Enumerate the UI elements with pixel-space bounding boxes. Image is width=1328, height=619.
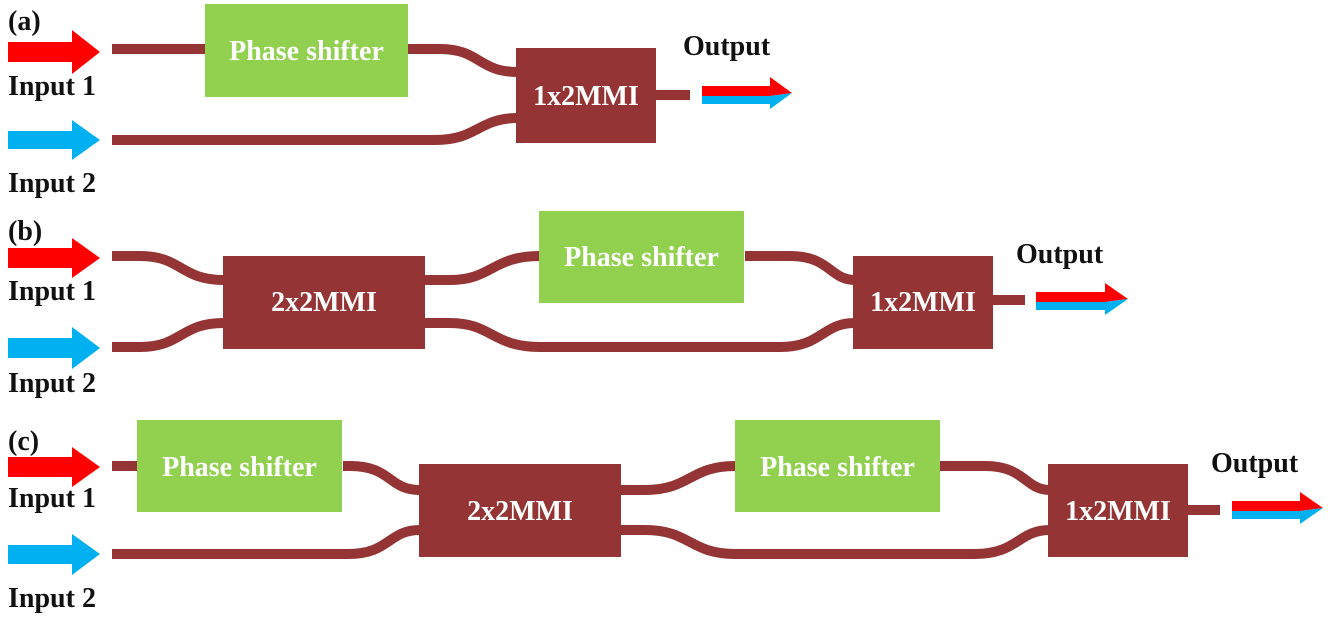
input2-arrow [8,534,100,575]
mmi-2x2-label: 2x2MMI [467,496,573,527]
input2-label: Input 2 [8,168,96,199]
output-arrow-red [702,77,792,96]
input-lower-waveguide [112,318,225,352]
input2-arrow [8,120,100,160]
input1-arrow [8,30,100,74]
input-upper-waveguide [112,461,421,495]
panel-c-tag: (c) [8,426,39,457]
output-arrow-blue [702,93,792,109]
output-label: Output [1211,448,1299,479]
panel-a-tag: (a) [8,6,41,37]
mmi-1x2-label: 1x2MMI [870,287,976,318]
upper-waveguide [112,44,519,77]
phase-shifter [539,211,744,303]
input2-label: Input 2 [8,368,96,399]
input2-arrow [8,327,100,369]
input-lower-waveguide [112,525,421,559]
output-label: Output [1016,239,1104,270]
mmi-1x2 [1048,464,1188,557]
output-arrow-red [1036,283,1128,302]
mmi-2x2 [223,256,425,349]
mmi-1x2-label: 1x2MMI [533,81,639,112]
input1-label: Input 1 [8,71,96,102]
output-arrow-blue [1232,508,1323,524]
arm-lower-waveguide [424,318,856,352]
input1-arrow [8,238,100,278]
panel-b: (b) Input 1 Input 2 2x2MMI Phase shifter… [8,211,1128,399]
phase-shifter-label: Phase shifter [229,36,384,67]
mmi-1x2 [853,256,993,349]
arm-lower-waveguide [620,525,1051,559]
panel-a: (a) Input 1 Input 2 Phase shifter 1x2MMI… [8,4,792,199]
input-upper-waveguide [112,251,225,285]
mmi-1x2-label: 1x2MMI [1065,496,1171,527]
panel-c: (c) Input 1 Input 2 Phase shifter 2x2MMI… [8,420,1323,614]
phase-shifter-2 [735,420,940,512]
mmi-1x2 [516,48,656,143]
input1-label: Input 1 [8,483,96,514]
panel-b-tag: (b) [8,216,42,247]
phase-shifter-label: Phase shifter [564,242,719,273]
phase-shifter [205,4,408,97]
output-label: Output [683,31,771,62]
lower-waveguide [112,113,519,145]
input1-label: Input 1 [8,276,96,307]
mmi-2x2 [419,464,621,557]
output-arrow-blue [1036,299,1128,315]
output-arrow-red [1232,492,1323,511]
input2-label: Input 2 [8,583,96,614]
phase-shifter-2-label: Phase shifter [760,452,915,483]
arm-upper-waveguide [620,461,1051,495]
arm-upper-waveguide [424,251,856,285]
mmi-2x2-label: 2x2MMI [271,287,377,318]
phase-shifter-1-label: Phase shifter [162,452,317,483]
input1-arrow [8,447,100,487]
phase-shifter-1 [137,420,342,512]
